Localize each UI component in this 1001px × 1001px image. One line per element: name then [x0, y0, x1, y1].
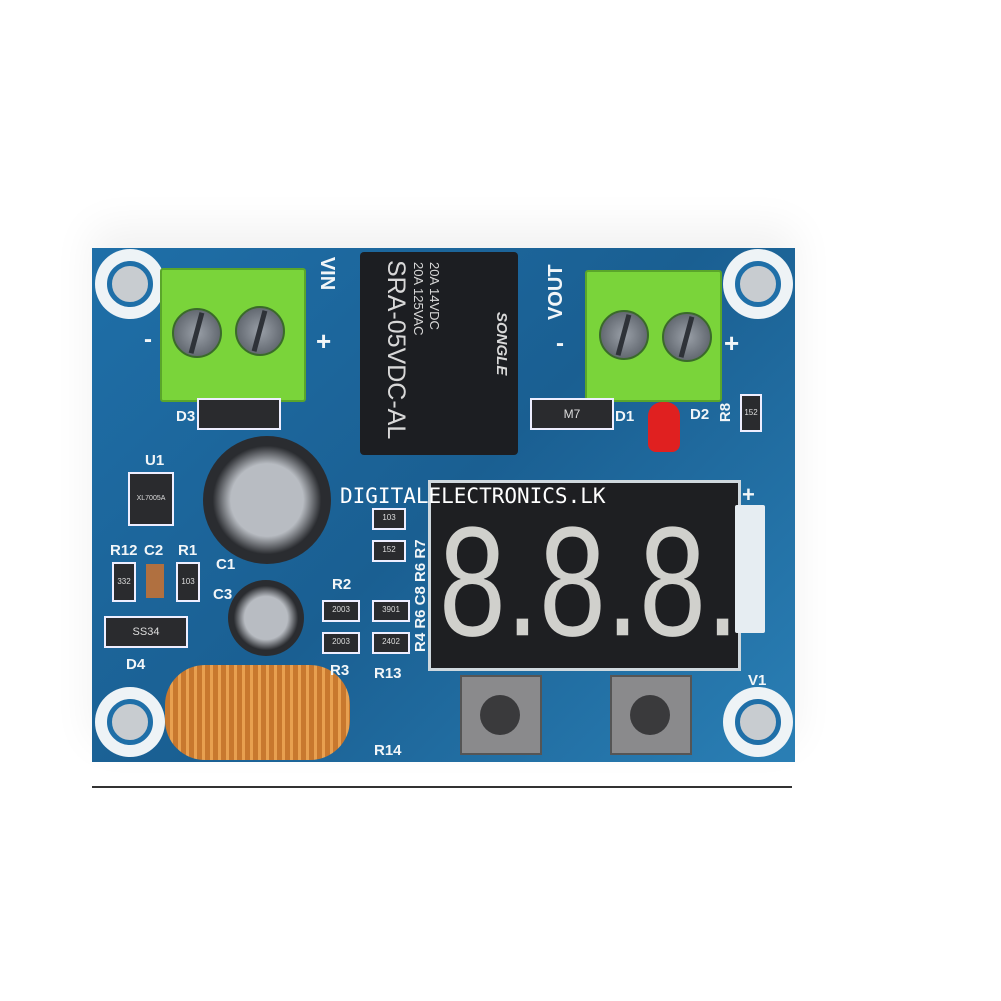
screw-icon[interactable] — [599, 310, 649, 360]
resistor: 2402 — [372, 632, 410, 654]
label-c1: C1 — [216, 556, 236, 573]
capacitor-c3 — [228, 580, 304, 656]
label-v1: V1 — [748, 672, 767, 689]
label-plus: + — [724, 328, 740, 358]
relay: SONGLE 20A 14VDC 20A 125VAC SRA-05VDC-AL — [360, 252, 518, 455]
label-d1: D1 — [615, 408, 635, 425]
label-r14: R14 — [374, 742, 402, 759]
screw-icon[interactable] — [235, 306, 285, 356]
mounting-hole — [723, 687, 793, 757]
label-r2: R2 — [332, 576, 352, 593]
seven-segment-display: 8.8.8. — [428, 480, 741, 671]
push-button[interactable] — [460, 675, 542, 755]
resistor: 152 — [372, 540, 406, 562]
label-c3: C3 — [213, 586, 233, 603]
diode-d3 — [197, 398, 281, 430]
watermark: DIGITALELECTRONICS.LK — [340, 484, 606, 508]
capacitor-c2 — [146, 564, 164, 598]
label-r12: R12 — [110, 542, 138, 559]
led — [648, 402, 680, 452]
label-u1: U1 — [145, 452, 165, 469]
relay-rating: 20A 125VAC — [411, 262, 426, 336]
divider-line — [92, 786, 792, 788]
label-vout: VOUT — [545, 264, 567, 320]
resistor: 103 — [372, 508, 406, 530]
capacitor-c1 — [203, 436, 331, 564]
mounting-hole — [723, 249, 793, 319]
relay-rating: 20A 14VDC — [427, 262, 442, 330]
label-r13: R13 — [374, 665, 402, 682]
screw-icon[interactable] — [172, 308, 222, 358]
screw-icon[interactable] — [662, 312, 712, 362]
resistor: 2003 — [322, 600, 360, 622]
label-r3: R3 — [330, 662, 350, 679]
relay-model: SRA-05VDC-AL — [382, 260, 410, 440]
diode-d1: M7 — [530, 398, 614, 430]
mounting-hole — [95, 249, 165, 319]
display-reading: 8.8.8. — [439, 494, 740, 670]
pin-header — [735, 505, 765, 633]
resistor: 103 — [176, 562, 200, 602]
resistor: 2003 — [322, 632, 360, 654]
label-d4: D4 — [126, 656, 146, 673]
label-d3: D3 — [176, 408, 196, 425]
mounting-hole — [95, 687, 165, 757]
label-c2: C2 — [144, 542, 164, 559]
label-r1: R1 — [178, 542, 198, 559]
relay-brand: SONGLE — [493, 312, 510, 376]
label-minus: - — [144, 326, 152, 353]
diode-d4: SS34 — [104, 616, 188, 648]
inductor-coil — [165, 665, 350, 760]
ic-u1: XL7005A — [128, 472, 174, 526]
label-d2: D2 — [690, 406, 710, 423]
push-button[interactable] — [610, 675, 692, 755]
label-plus: + — [316, 326, 332, 356]
label-minus: - — [556, 330, 564, 357]
label-resistor-column: R4 R6 C8 R6 R7 — [412, 539, 429, 652]
resistor: 152 — [740, 394, 762, 432]
label-vin: VIN — [316, 256, 339, 291]
label-plus: + — [742, 482, 755, 507]
resistor: 332 — [112, 562, 136, 602]
resistor: 3901 — [372, 600, 410, 622]
label-r8: R8 — [717, 402, 735, 423]
